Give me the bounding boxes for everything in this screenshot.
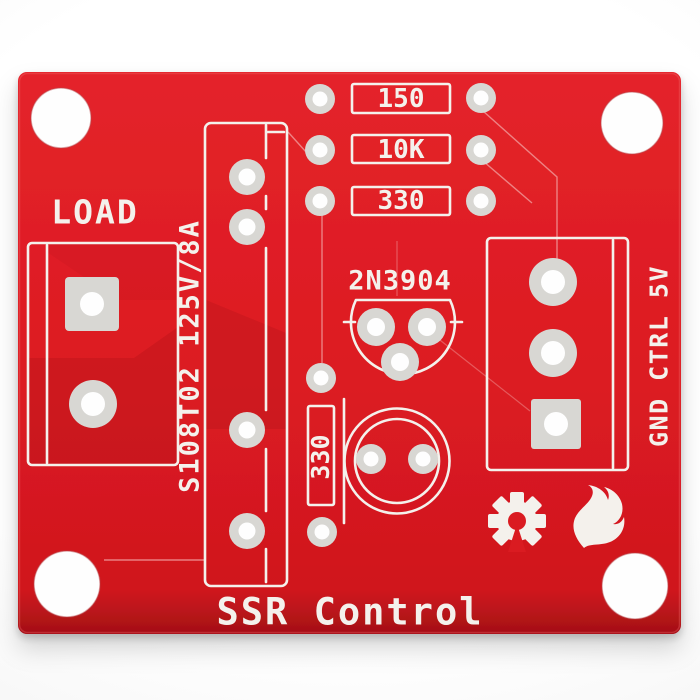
load-label: LOAD [51,193,138,232]
pad [69,380,117,428]
oshw-gear-icon [488,492,546,552]
pad [529,258,577,306]
mounting-hole [600,91,664,155]
resistor-330-side-label: 330 [306,434,335,479]
pad [466,135,496,165]
pad [381,343,419,381]
pad [307,517,337,547]
pad [229,209,265,245]
pad [356,444,386,474]
relay-footprint [203,121,289,588]
load-terminal-footprint [26,241,180,467]
control-terminal-footprint [485,236,630,472]
pad [229,159,265,195]
pad [466,83,496,113]
pad-hole [544,412,568,436]
resistor-footprint-side [306,363,337,547]
pad [529,329,577,377]
pad [229,412,265,448]
pad [466,186,496,216]
pcb-edge-highlight [18,72,681,634]
mounting-hole [30,87,92,149]
copper-traces [104,110,558,561]
pad [408,444,438,474]
sparkfun-flame-icon [573,485,625,548]
resistor-10k-label: 10K [378,135,425,165]
pin-labels: GND CTRL 5V [645,265,674,447]
mounting-hole [601,552,669,620]
board-title: SSR Control [216,591,483,634]
pad [306,363,336,393]
resistor-150-label: 150 [378,84,425,114]
pad [357,308,395,346]
pad-hole [80,292,104,316]
transistor-label: 2N3904 [348,266,452,297]
mounting-hole [33,550,101,618]
mounting-holes [30,87,669,620]
transistor-footprint [342,298,464,381]
pad [305,84,335,114]
pad [305,135,335,165]
pad [229,513,265,549]
relay-rating-label: S108T02 125V/8A [175,219,206,493]
round-component-footprint [342,397,451,525]
pcb-substrate [18,72,681,634]
pad [305,186,335,216]
pad [408,308,446,346]
resistor-footprints-top [305,82,496,217]
resistor-330-label: 330 [378,186,425,216]
